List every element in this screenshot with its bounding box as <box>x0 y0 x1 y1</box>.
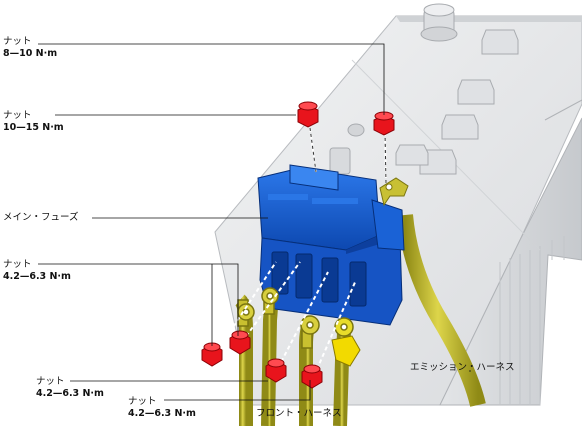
battery-post <box>329 147 351 175</box>
label-nut-left: ナット 4.2—6.3 N·m <box>3 259 71 283</box>
fuse-rib <box>268 194 308 200</box>
label-nut-upper-name: ナット <box>3 110 32 121</box>
battery-caps <box>329 3 519 175</box>
ring-terminal <box>261 287 279 315</box>
fuse-slot <box>321 257 339 303</box>
leader-nut-bottom <box>164 380 311 401</box>
vent-cap <box>457 79 495 105</box>
fuse-slot <box>349 261 367 307</box>
vent-hole <box>347 123 365 137</box>
label-nut-top-name: ナット <box>3 36 32 47</box>
label-front-harness: フロント・ハーネス <box>256 408 342 419</box>
fuse-slot <box>295 253 313 299</box>
nut-left <box>201 342 223 367</box>
leader-nut-left <box>38 263 239 336</box>
label-nut-lower-left-name: ナット <box>36 376 65 387</box>
ring-terminal <box>300 315 320 349</box>
label-nut-top-torque: 8—10 N·m <box>3 48 58 59</box>
ring-terminals <box>237 287 354 349</box>
ring-terminal <box>334 317 354 337</box>
fuse-slot <box>271 251 289 295</box>
vent-cap <box>481 29 519 55</box>
label-nut-lower-left: ナット 4.2—6.3 N·m <box>36 376 104 400</box>
label-nut-bottom-name: ナット <box>128 396 157 407</box>
nut-lower-left <box>265 358 287 383</box>
leader-lines <box>38 43 471 401</box>
fuse-rib <box>312 198 358 204</box>
vent-cap <box>395 144 429 166</box>
label-nut-top: ナット 8—10 N·m <box>3 36 57 60</box>
nut-left-2 <box>229 330 251 355</box>
emission-harness-cable <box>397 214 486 407</box>
vent-cap <box>441 114 479 140</box>
label-nut-bottom-torque: 4.2—6.3 N·m <box>128 408 196 419</box>
label-nut-lower-left-torque: 4.2—6.3 N·m <box>36 388 104 399</box>
terminal-hole <box>385 183 393 191</box>
label-nut-upper-torque: 10—15 N·m <box>3 122 64 133</box>
nut-upper-left <box>297 101 319 128</box>
label-nut-bottom: ナット 4.2—6.3 N·m <box>128 396 196 420</box>
label-nut-left-torque: 4.2—6.3 N·m <box>3 271 71 282</box>
main-fuse-block <box>257 164 405 326</box>
nut-bottom <box>301 364 323 389</box>
front-harness-connector <box>331 335 361 367</box>
label-nut-upper: ナット 10—15 N·m <box>3 110 64 134</box>
label-emission-harness: エミッション・ハーネス <box>410 362 515 373</box>
leader-nut-top <box>38 43 385 115</box>
nuts <box>201 101 395 389</box>
label-main-fuse: メイン・フューズ <box>3 212 79 223</box>
terminal-post <box>420 3 458 42</box>
label-nut-left-name: ナット <box>3 259 32 270</box>
nut-top-right <box>373 111 395 136</box>
